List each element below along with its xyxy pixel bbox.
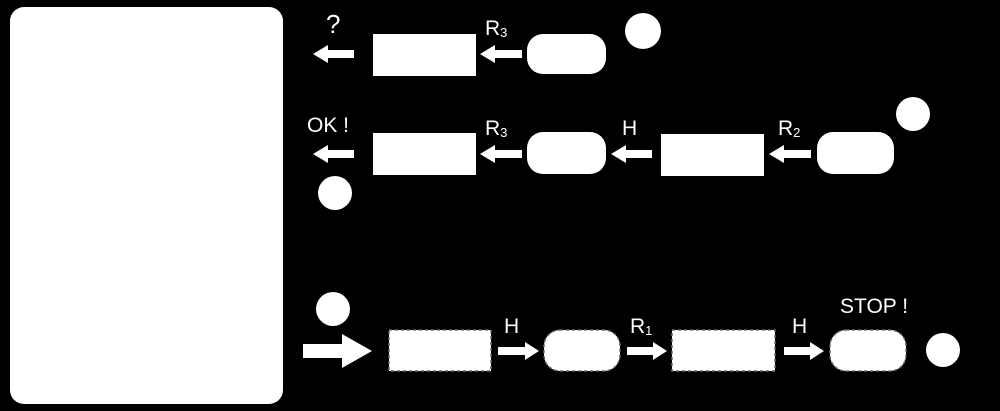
- row2-output-label: OK !: [307, 114, 349, 137]
- row3-arrow3-label: H: [792, 315, 807, 338]
- row3-input-arrow: [303, 334, 372, 368]
- row2-output-arrow: [313, 145, 354, 163]
- row3-marker-circle-end: [926, 333, 960, 367]
- row1-rounded-node: [527, 34, 606, 74]
- row2-arrow2-label: H: [622, 117, 637, 140]
- row1-arrow1-label: R3: [485, 17, 507, 40]
- row2-marker-circle-right: [896, 97, 930, 131]
- row-1: ? R3: [313, 9, 661, 76]
- row3-arrow2: [627, 342, 667, 360]
- row1-marker-circle: [625, 13, 661, 49]
- row3-rect-node-1: [388, 329, 492, 372]
- row2-arrow3: [769, 145, 811, 163]
- row2-arrow1: [480, 145, 522, 163]
- row2-arrow3-label: R2: [778, 117, 800, 140]
- row3-arrow1: [498, 342, 539, 360]
- row3-rounded-node-1: [543, 329, 621, 372]
- row3-end-label: STOP !: [840, 295, 908, 318]
- left-panel: [10, 7, 283, 404]
- row-2: OK ! R3 H R2: [307, 97, 930, 210]
- row3-rect-node-2: [671, 329, 776, 372]
- row1-arrow1: [480, 45, 522, 63]
- row2-marker-circle-left: [318, 176, 352, 210]
- row2-rounded-node-2: [817, 132, 894, 174]
- row1-output-arrow: [313, 45, 354, 63]
- row2-rect-node-1: [373, 133, 476, 175]
- row-3: H R1 H STOP !: [303, 292, 960, 372]
- row3-rounded-node-2: [829, 329, 907, 372]
- row3-marker-circle-start: [316, 292, 350, 326]
- row3-arrow1-label: H: [504, 315, 519, 338]
- row2-rounded-node-1: [527, 132, 606, 174]
- row3-arrow3: [784, 342, 824, 360]
- row1-rect-node: [373, 34, 476, 76]
- row1-output-label: ?: [326, 9, 340, 39]
- row2-arrow2: [611, 145, 652, 163]
- row2-arrow1-label: R3: [485, 117, 507, 140]
- row2-rect-node-2: [661, 134, 764, 176]
- row3-arrow2-label: R1: [630, 315, 652, 338]
